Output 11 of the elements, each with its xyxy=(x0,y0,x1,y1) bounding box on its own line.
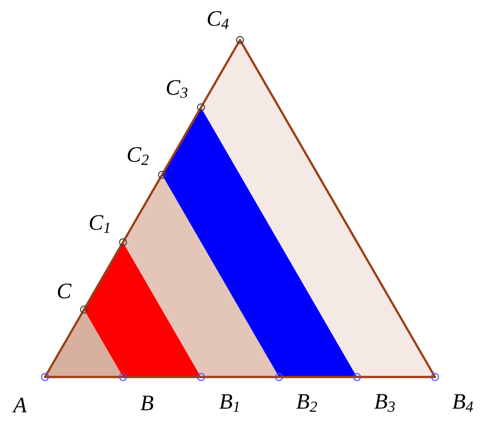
point-label: B xyxy=(140,396,154,410)
point-label: C$_{4}$ xyxy=(208,11,229,29)
point-label: C xyxy=(58,284,72,298)
point-label: B$_{2}$ xyxy=(296,394,317,412)
point-label: C$_{1}$ xyxy=(90,215,110,233)
point-label: B$_{1}$ xyxy=(219,394,239,412)
point-label: B$_{3}$ xyxy=(374,394,395,412)
point-label: C$_{3}$ xyxy=(166,80,188,98)
point-label: A xyxy=(12,398,27,412)
point-label: B$_{4}$ xyxy=(452,394,473,412)
point-label: C$_{2}$ xyxy=(128,147,149,165)
